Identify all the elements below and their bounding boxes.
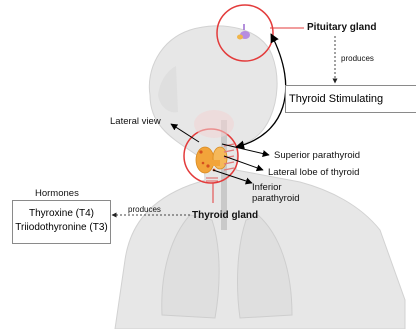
superior-parathyroid-label: Superior parathyroid [274,150,360,161]
hormones-box: Thyroxine (T4) Triiodothyronine (T3) [12,200,111,244]
produces-label-bottom: produces [128,205,161,214]
hormone-item: Triiodothyronine (T3) [13,221,110,235]
tsh-label: Thyroid Stimulating Hormone (TSH) [289,93,383,113]
pituitary-gland-label: Pituitary gland [307,22,376,33]
neck-region [194,110,234,138]
hormone-item: Thyroxine (T4) [13,207,110,221]
lateral-lobe-label: Lateral lobe of thyroid [268,167,359,178]
hormones-heading: Hormones [35,188,79,199]
inferior-parathyroid-label-1: Inferior [252,182,282,193]
thyroid-gland-label: Thyroid gland [192,210,258,221]
tsh-box: Thyroid Stimulating Hormone (TSH) [285,85,416,113]
lateral-view-label: Lateral view [110,116,161,127]
inferior-parathyroid-label-2: parathyroid [252,193,300,204]
produces-label-top: produces [341,54,374,63]
